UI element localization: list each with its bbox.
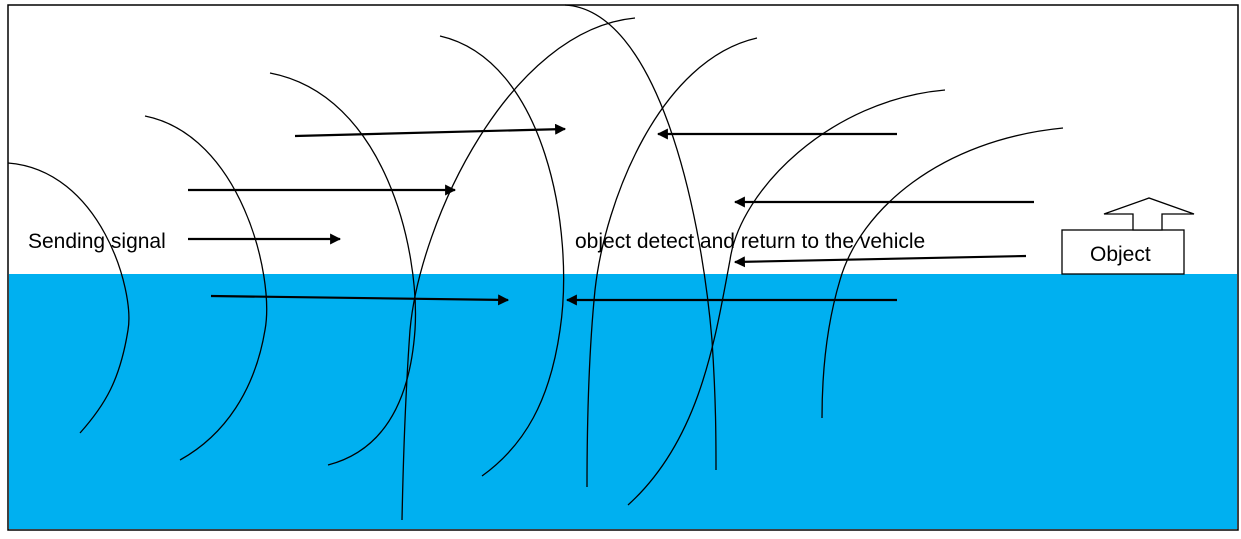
return-wave-4 [821,127,1064,419]
return-arrow-3 [733,254,1027,268]
send-arrow-1 [294,123,567,138]
object-label: Object [1090,243,1151,266]
object-up-arrow [1103,197,1195,231]
return-label: object detect and return to the vehicle [575,230,925,253]
send-arrow-4 [210,294,510,306]
water-area [9,274,1237,529]
outgoing-wave-3 [269,72,417,466]
sending-signal-label: Sending signal [28,230,166,253]
return-wave-2 [586,37,758,488]
object-box [1061,229,1185,275]
return-wave-3 [627,89,946,506]
frame [7,4,1239,531]
outgoing-wave-5 [564,4,717,471]
outgoing-wave-4 [439,35,565,477]
return-wave-1 [401,17,636,521]
outgoing-wave-1 [7,162,130,434]
outgoing-wave-2 [144,115,268,461]
